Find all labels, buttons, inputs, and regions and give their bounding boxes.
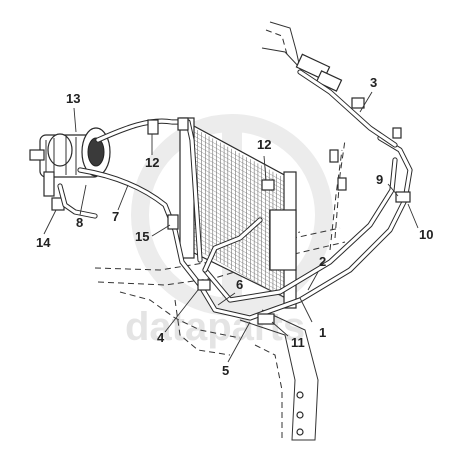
callout-label-3: 3: [370, 75, 377, 90]
callout-label-15: 15: [135, 229, 149, 244]
callout-label-2: 2: [319, 254, 326, 269]
callout-leader-8: [79, 184, 87, 216]
callout-label-10: 10: [419, 227, 433, 242]
fittings: [147, 97, 411, 325]
callout-leader-11: [271, 321, 289, 337]
callout-label-4: 4: [157, 330, 165, 345]
callout-leader-7: [117, 184, 129, 211]
callout-leader-4: [164, 289, 199, 333]
callout-label-5: 5: [222, 363, 229, 378]
callout-label-11: 11: [291, 335, 305, 350]
callout-leader-13: [73, 107, 77, 133]
callout-leader-14: [43, 209, 57, 235]
callout-label-1: 1: [319, 325, 326, 340]
callout-leader-9: [387, 183, 399, 197]
callout-label-14: 14: [36, 235, 51, 250]
evaporator-fittings: [261, 21, 343, 92]
callout-leader-12: [263, 155, 267, 181]
callout-label-9: 9: [376, 172, 383, 187]
callout-leader-15: [151, 224, 171, 237]
callout-leader-1: [299, 297, 313, 323]
callout-label-7: 7: [112, 209, 119, 224]
callout-leader-3: [359, 91, 373, 113]
condenser: [179, 117, 297, 309]
callout-leader-6: [217, 292, 236, 306]
callout-label-12: 12: [257, 137, 271, 152]
callout-label-6: 6: [236, 277, 243, 292]
callout-label-8: 8: [76, 215, 83, 230]
callout-label-12: 12: [145, 155, 159, 170]
ac-compressor: [29, 127, 111, 211]
callout-leader-2: [307, 271, 319, 291]
callout-label-13: 13: [66, 91, 80, 106]
callout-leader-5: [227, 321, 251, 363]
frame-rail: [239, 309, 319, 441]
callout-leader-10: [407, 203, 419, 229]
